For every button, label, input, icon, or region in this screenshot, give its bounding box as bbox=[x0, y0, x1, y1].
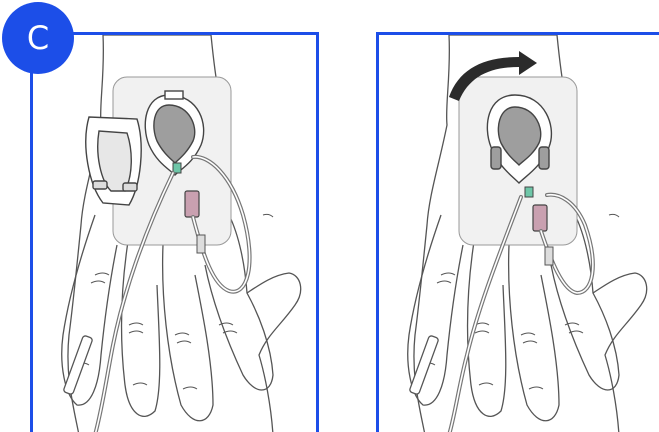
hand-illustration-closed bbox=[379, 35, 659, 432]
step-badge: C bbox=[2, 2, 74, 74]
tube-connector bbox=[185, 191, 199, 217]
tube-connector bbox=[533, 205, 547, 231]
illustration-panel-closed-cover bbox=[376, 32, 659, 432]
hand-illustration-open bbox=[33, 35, 319, 432]
illustration-panel-open-cover bbox=[30, 32, 319, 432]
valve bbox=[525, 187, 533, 197]
